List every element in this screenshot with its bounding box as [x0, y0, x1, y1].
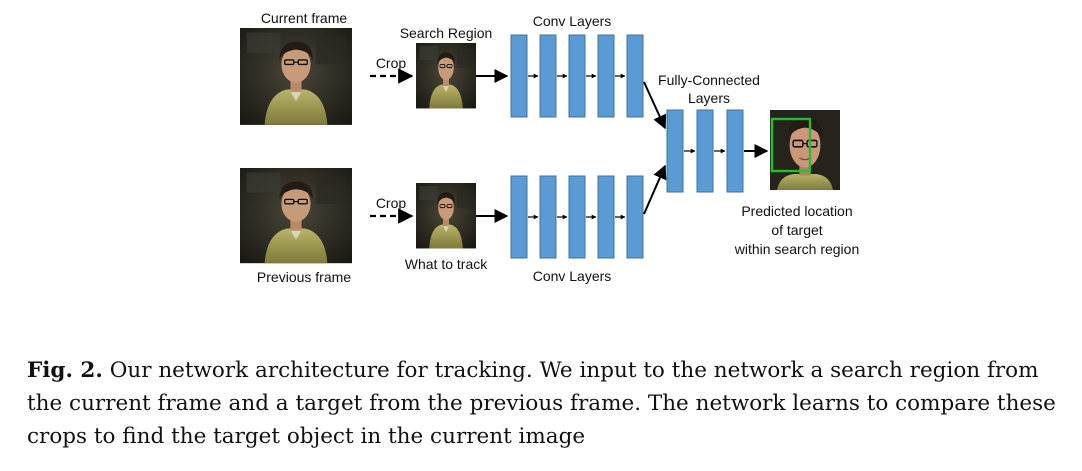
what-to-track-label: What to track — [405, 256, 488, 272]
conv-layer — [539, 175, 557, 259]
search-region-image — [415, 42, 477, 109]
fc-layers — [666, 109, 744, 193]
merge-arrow-bottom — [643, 164, 667, 215]
conv-layer — [568, 34, 586, 118]
current-frame-image — [239, 27, 353, 126]
conv-layers-top — [510, 34, 644, 118]
caption-text: Our network architecture for tracking. W… — [27, 358, 1056, 449]
conv-layer — [568, 175, 586, 259]
fc-layer — [666, 109, 684, 193]
figure-caption: Fig. 2. Our network architecture for tra… — [27, 354, 1077, 453]
figure-number: Fig. 2. — [27, 358, 103, 383]
conv-layers-top-label: Conv Layers — [533, 13, 612, 29]
conv-layer — [597, 175, 615, 259]
current-frame-label: Current frame — [261, 10, 348, 26]
merge-arrow-top — [643, 81, 667, 130]
what-to-track-image — [415, 182, 477, 249]
conv-layers-bottom — [510, 175, 644, 259]
conv-layer — [510, 175, 528, 259]
network-architecture-diagram: Current frame Crop Search Region Conv La… — [239, 10, 860, 285]
conv-layers-bottom-label: Conv Layers — [533, 268, 612, 284]
fc-layer — [696, 109, 714, 193]
predicted-location-line3: within search region — [734, 241, 860, 257]
conv-layer — [510, 34, 528, 118]
fc-layers-label-line2: Layers — [688, 90, 730, 106]
previous-frame-image — [239, 167, 353, 264]
crop-label-bottom: Crop — [376, 195, 407, 211]
predicted-bounding-box — [770, 117, 812, 173]
search-region-label: Search Region — [400, 25, 493, 41]
conv-layer — [539, 34, 557, 118]
conv-layer — [597, 34, 615, 118]
fc-layer — [726, 109, 744, 193]
predicted-location-line1: Predicted location — [741, 203, 852, 219]
previous-frame-label: Previous frame — [257, 269, 351, 285]
crop-label-top: Crop — [376, 55, 407, 71]
predicted-location-image — [769, 109, 841, 191]
predicted-location-line2: of target — [771, 222, 822, 238]
conv-layer — [626, 34, 644, 118]
conv-layer — [626, 175, 644, 259]
fc-layers-label-line1: Fully-Connected — [658, 72, 760, 88]
